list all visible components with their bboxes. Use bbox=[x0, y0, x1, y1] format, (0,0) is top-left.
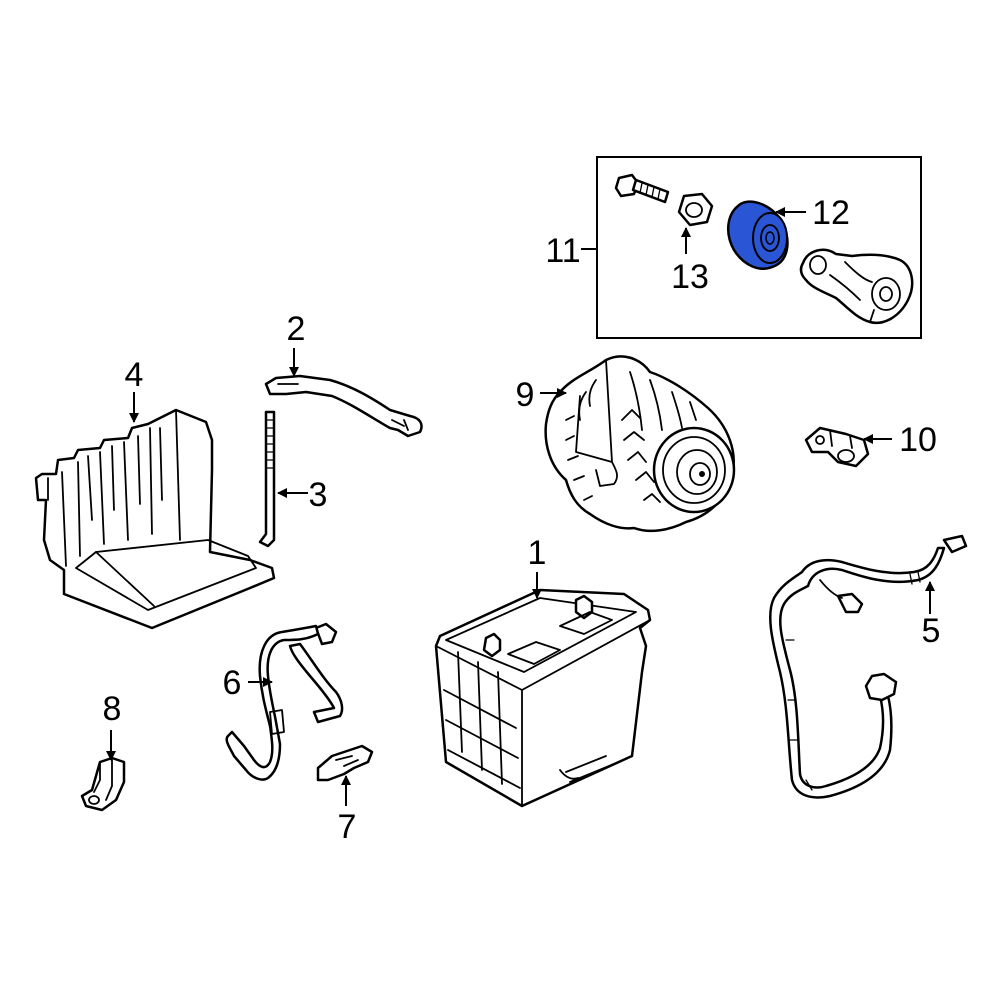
callout-2: 2 bbox=[287, 310, 306, 348]
bracket-10[interactable] bbox=[804, 426, 870, 468]
callout-labels: 1 2 3 4 5 6 7 8 9 10 11 12 13 bbox=[103, 194, 941, 846]
cable-clip[interactable] bbox=[316, 744, 374, 782]
tensioner-bracket[interactable] bbox=[799, 248, 914, 325]
idler-pulley-highlighted[interactable] bbox=[726, 200, 789, 270]
callout-8: 8 bbox=[103, 690, 122, 728]
callout-12: 12 bbox=[812, 194, 850, 232]
callout-4: 4 bbox=[125, 356, 144, 394]
callout-10: 10 bbox=[899, 421, 937, 459]
battery[interactable] bbox=[434, 588, 652, 808]
callout-7: 7 bbox=[338, 808, 357, 846]
callout-11: 11 bbox=[545, 232, 580, 270]
positive-battery-cable[interactable] bbox=[225, 622, 344, 781]
hold-down-rod[interactable] bbox=[258, 410, 276, 548]
alternator[interactable] bbox=[544, 355, 736, 533]
negative-battery-cable[interactable] bbox=[768, 534, 968, 799]
callout-3: 3 bbox=[309, 476, 328, 514]
bracket-8[interactable] bbox=[80, 756, 126, 812]
callout-5: 5 bbox=[922, 612, 941, 650]
callout-13: 13 bbox=[671, 258, 709, 296]
battery-hold-down-bar[interactable] bbox=[264, 374, 423, 438]
callout-6: 6 bbox=[223, 664, 242, 702]
battery-tray[interactable] bbox=[34, 408, 276, 630]
tensioner-bolt[interactable] bbox=[614, 173, 670, 204]
tensioner-nut[interactable] bbox=[677, 192, 714, 227]
leader-lines bbox=[106, 207, 935, 806]
callout-1: 1 bbox=[528, 534, 547, 572]
callout-9: 9 bbox=[516, 376, 535, 414]
